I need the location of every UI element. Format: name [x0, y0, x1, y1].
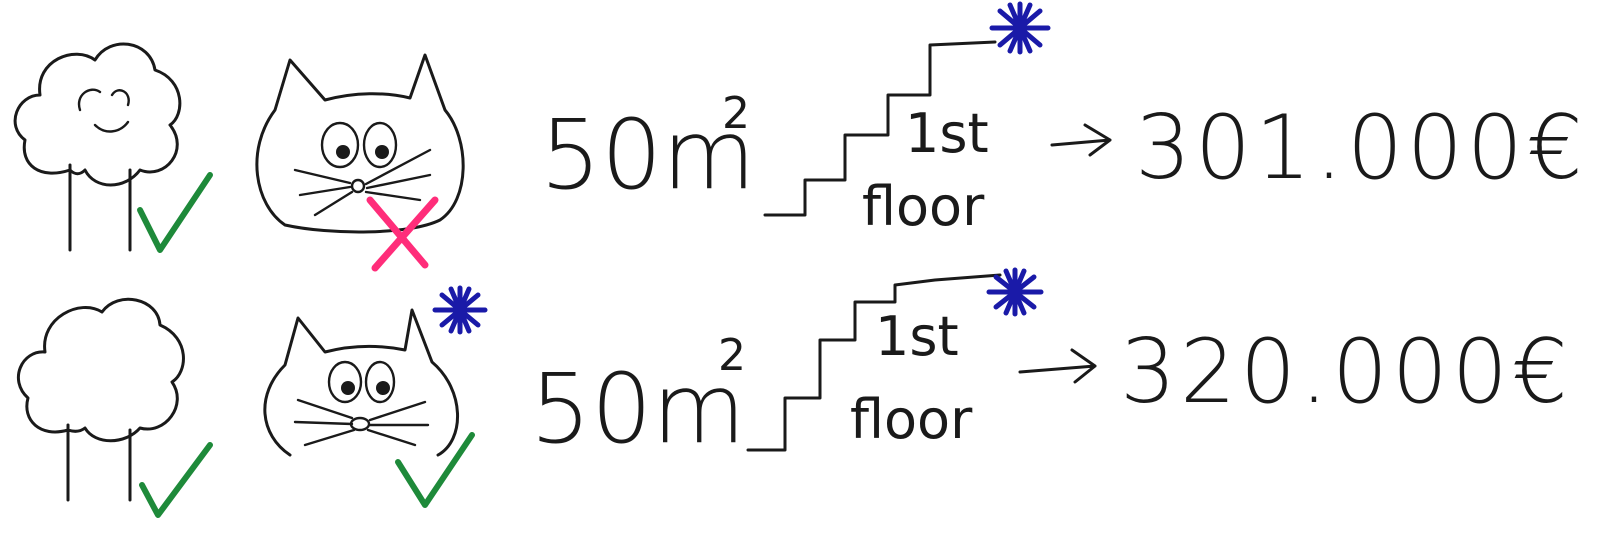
floor-label-bottom: floor	[850, 388, 973, 451]
check-icon	[395, 432, 475, 508]
check-icon	[139, 442, 213, 518]
row-1: 50m 2 1st floor 301.000€	[13, 1, 1587, 272]
stairs-icon	[746, 273, 1002, 452]
tree-icon	[13, 42, 182, 252]
price-value: 301.000€	[1135, 96, 1587, 199]
size-exponent: 2	[722, 88, 750, 139]
star-icon	[986, 267, 1044, 317]
cross-icon	[366, 196, 439, 272]
price-value: 320.000€	[1120, 320, 1572, 423]
size-exponent: 2	[718, 330, 746, 381]
arrow-icon	[1018, 348, 1097, 384]
row-2: 50m 2 1st floor 320.000€	[17, 267, 1572, 518]
arrow-icon	[1050, 123, 1112, 157]
size-value: 50m	[540, 99, 756, 211]
floor-label-top: 1st	[905, 102, 989, 165]
floor-label-bottom: floor	[862, 175, 985, 238]
stairs-icon	[763, 40, 997, 217]
check-icon	[137, 172, 213, 253]
tree-icon	[17, 297, 185, 502]
star-icon	[432, 285, 488, 335]
floor-label-top: 1st	[875, 305, 959, 368]
size-value: 50m	[530, 353, 746, 465]
star-icon	[989, 1, 1051, 55]
cat-icon	[263, 308, 459, 457]
